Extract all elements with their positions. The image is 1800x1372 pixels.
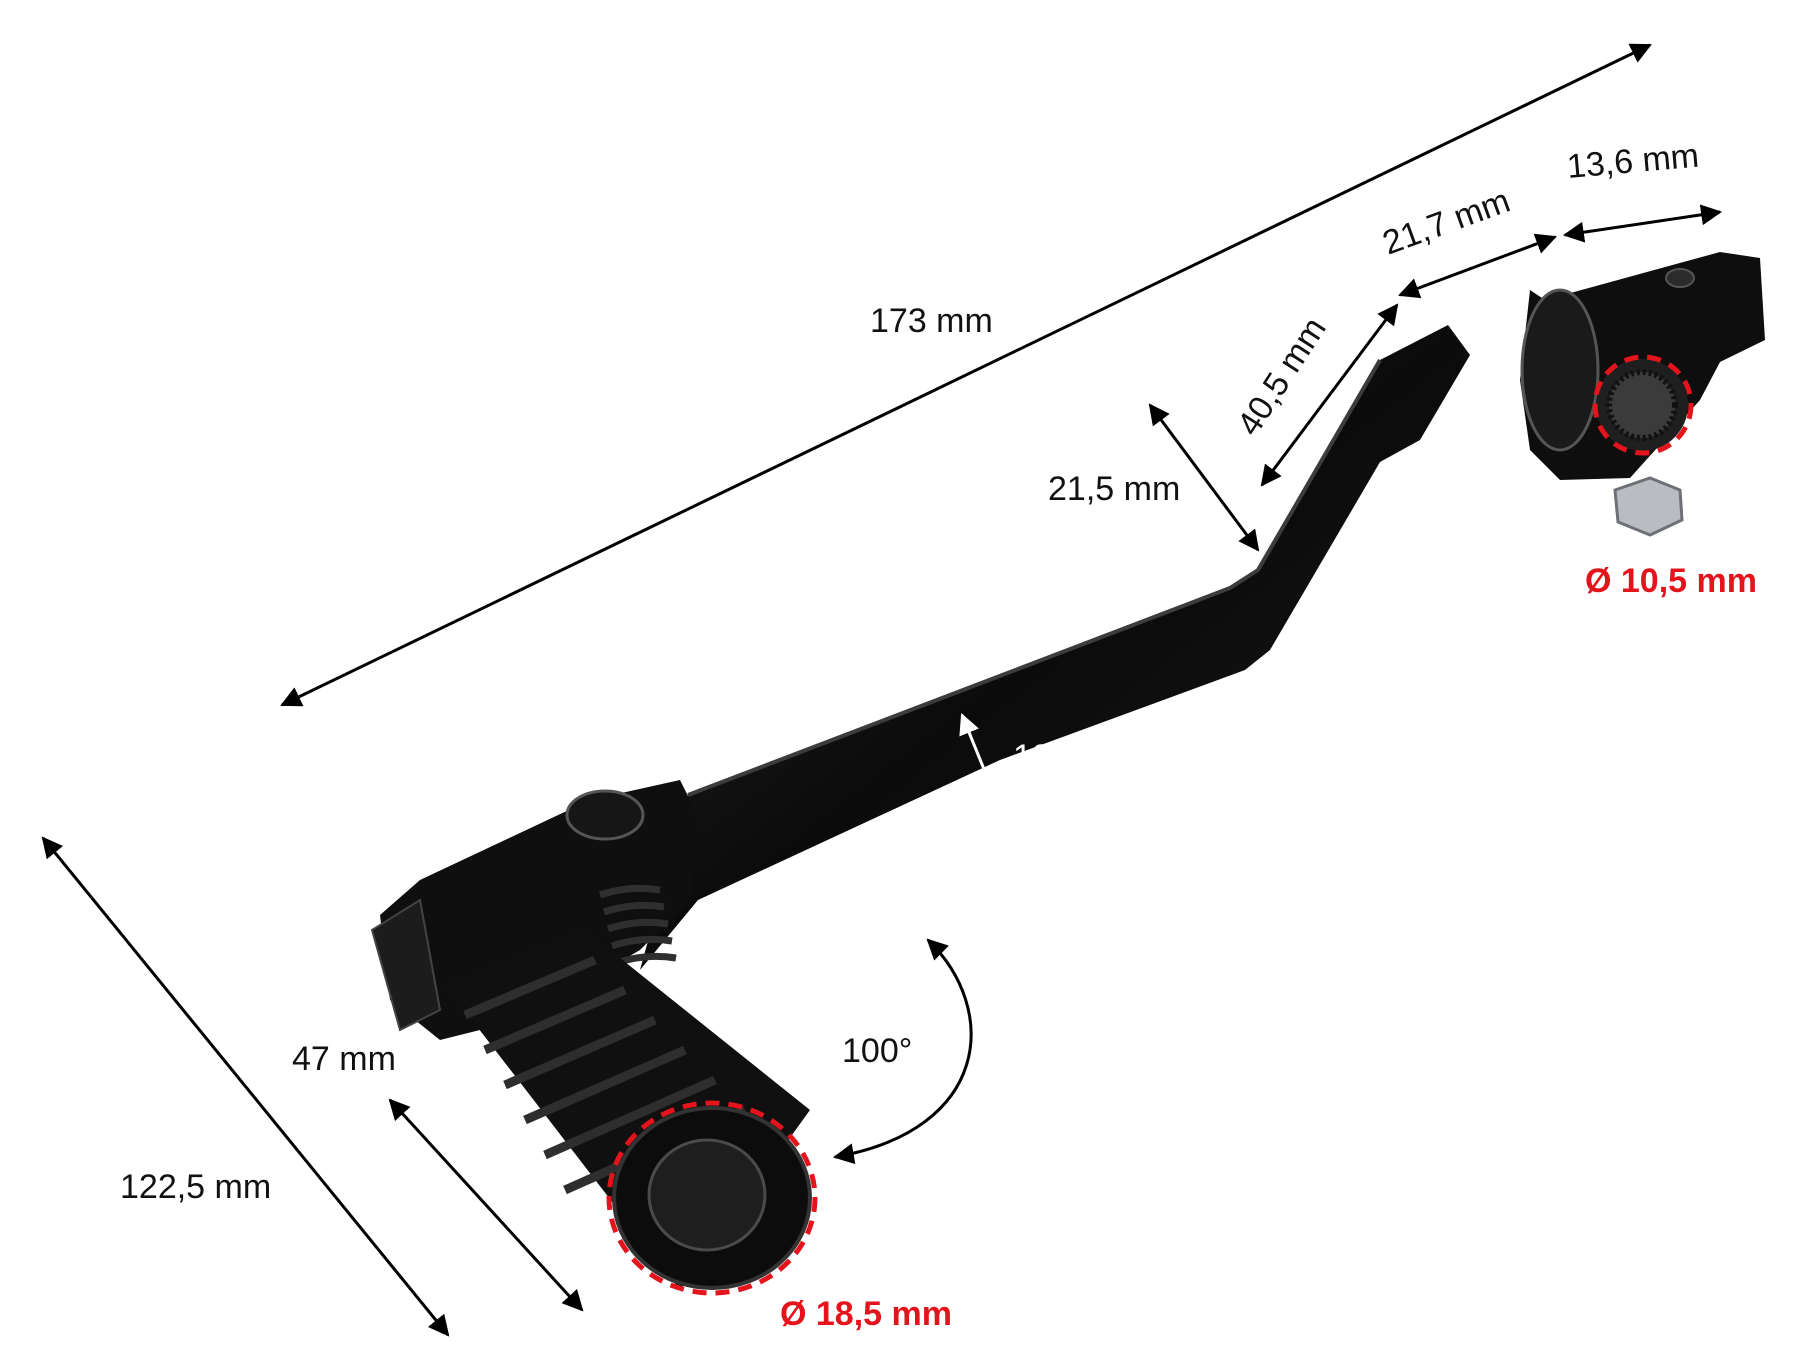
- peg-length-label: 47 mm: [292, 1040, 396, 1078]
- total-length-arrow: [280, 43, 1652, 707]
- dimension-arrows: [41, 43, 1723, 1337]
- clamp-width-label: 13,6 mm: [1565, 137, 1700, 186]
- bend-width-label: 21,5 mm: [1048, 470, 1180, 508]
- lever-arm: [640, 325, 1470, 970]
- clamp-bolt-hole: [1665, 268, 1695, 288]
- foot-peg: [445, 930, 812, 1290]
- peg-diameter-label: Ø 18,5 mm: [780, 1295, 952, 1333]
- return-spring: [598, 884, 677, 967]
- total-length-label: 173 mm: [870, 302, 993, 340]
- arm-width-label: 19,2 mm: [1013, 738, 1145, 776]
- bend-width-arrow: [1148, 403, 1260, 552]
- bend-length-label: 40,5 mm: [1230, 311, 1334, 443]
- clamp-width-arrow: [1562, 204, 1723, 243]
- clamp-collar: [1520, 288, 1600, 452]
- arm-width-arrow: [959, 713, 1023, 860]
- clamp-offset-arrow: [1398, 233, 1557, 299]
- clamp-offset-label: 21,7 mm: [1378, 182, 1515, 263]
- peg-end-button: [647, 1138, 767, 1252]
- peg-length-arrow: [388, 1098, 584, 1312]
- angle-arc: [832, 938, 973, 1165]
- peg-diameter-circle: [606, 1100, 818, 1296]
- angle-label: 100°: [842, 1032, 912, 1070]
- clamp-nut: [1613, 476, 1684, 537]
- gear-lever: [370, 252, 1765, 1290]
- pivot-housing: [380, 780, 700, 1040]
- lever-height-label: 122,5 mm: [120, 1168, 271, 1206]
- lever-height-arrow: [41, 836, 450, 1337]
- shaft-diameter-label: Ø 10,5 mm: [1585, 562, 1757, 600]
- bend-length-arrow: [1260, 303, 1399, 487]
- pivot-pin: [565, 789, 645, 841]
- shaft-diameter-circle: [1592, 354, 1694, 456]
- diameter-markers: [606, 354, 1694, 1296]
- spline-bore-inner: [1606, 369, 1678, 441]
